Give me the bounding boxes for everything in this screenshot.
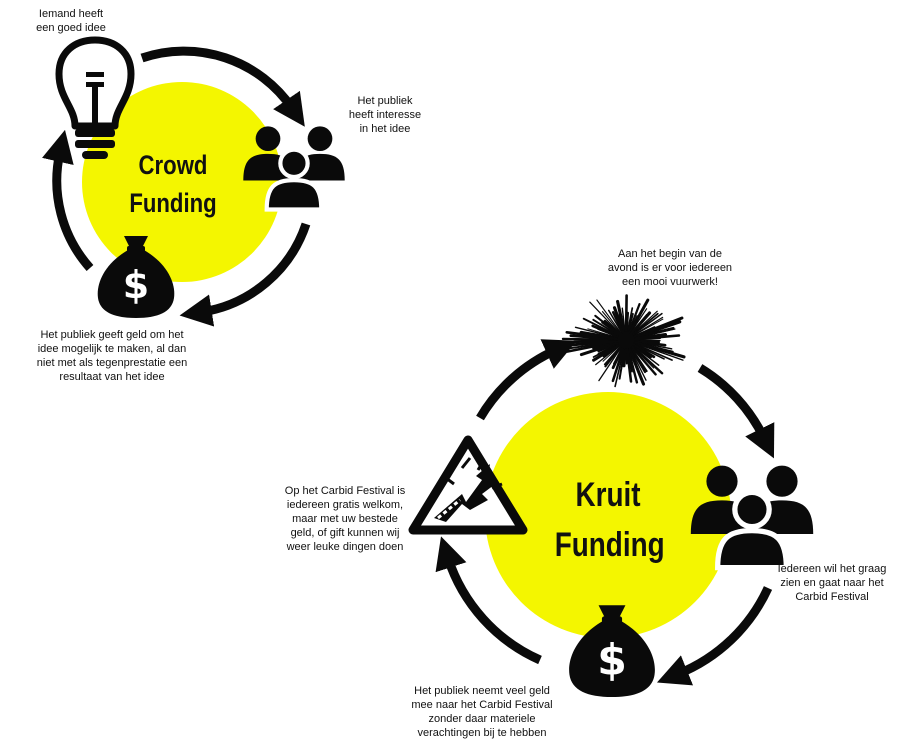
crowd-arrow-money-to-idea [42, 129, 94, 271]
crowd-cycle-arrows [42, 46, 311, 327]
kruit-cycle-arrows [435, 339, 775, 686]
kruit-step-explosion-caption: Op het Carbid Festival is iedereen grati… [284, 485, 406, 553]
kruit-arrow-explosion-to-firework [476, 339, 577, 421]
kruit-arrow-money-to-explosion [435, 536, 542, 665]
crowd-funding-cycle [42, 36, 345, 327]
kruit-yellow-disc [485, 392, 731, 638]
kruit-funding-title: Kruit Funding [554, 476, 665, 564]
lightbulb-icon [55, 36, 135, 159]
crowd-step-idea-caption: Iemand heeft een goed idee [36, 8, 106, 34]
kruit-arrow-firework-to-people [697, 364, 775, 459]
crowd-step-money-caption: Het publiek geeft geld om het idee mogel… [36, 329, 188, 383]
kruit-funding-cycle [408, 294, 814, 698]
kruit-step-people-caption: Iedereen wil het graag zien en gaat naar… [777, 563, 887, 603]
crowd-arrow-interest-to-money [179, 222, 311, 327]
crowd-arrow-idea-to-interest [140, 46, 305, 127]
firework-burst-icon [561, 294, 686, 388]
crowd-funding-title: Crowd Funding [129, 150, 217, 218]
crowd-step-interest-caption: Het publiek heeft interesse in het idee [348, 95, 422, 135]
kruit-step-firework-caption: Aan het begin van de avond is er voor ie… [607, 248, 733, 288]
explosion-warning-icon [408, 435, 528, 535]
kruit-arrow-people-to-money [656, 586, 773, 686]
kruit-step-money-caption: Het publiek neemt veel geld mee naar het… [411, 685, 553, 739]
crowd-yellow-disc [82, 82, 282, 282]
